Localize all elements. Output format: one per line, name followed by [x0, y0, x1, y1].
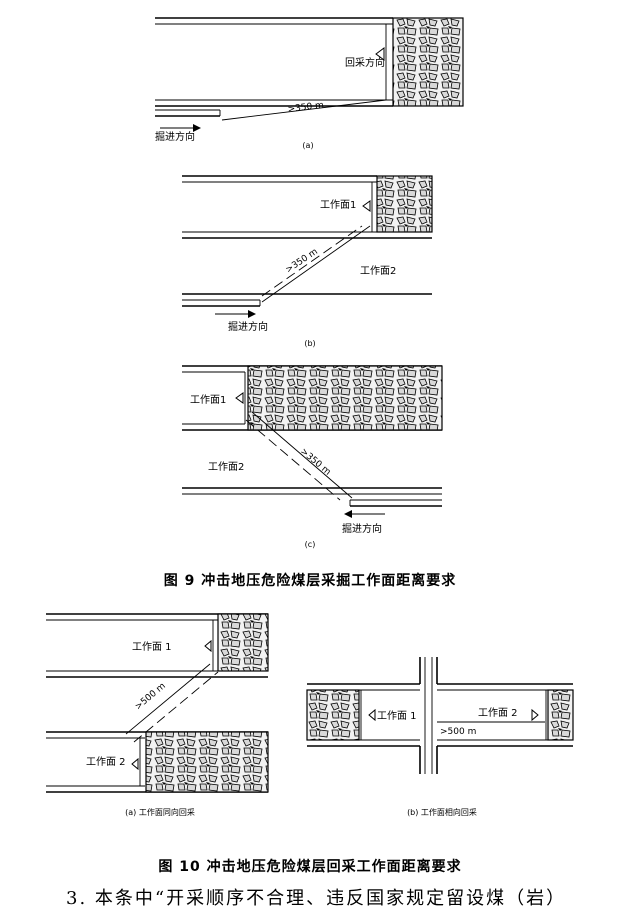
fig10b-face1-label: 工作面 1 — [377, 710, 417, 722]
fig9c-face2-label: 工作面2 — [208, 461, 244, 473]
fig10a-face2-label: 工作面 2 — [86, 756, 126, 768]
fig9a-retreat-label: 回采方向 — [345, 56, 385, 69]
goaf-block — [547, 689, 574, 741]
fig9a-distance-label: >350 m — [287, 101, 324, 115]
fig10a-sub-caption: (a) 工作面同向回采 — [125, 807, 195, 817]
fig9c-sub-caption: (c) — [305, 540, 316, 549]
fig9c-heading-label: 掘进方向 — [342, 522, 382, 535]
fig9a-sub-caption: (a) — [302, 141, 313, 150]
fig9a-heading-label: 掘进方向 — [155, 130, 195, 143]
fig9b-distance-label: >350 m — [284, 247, 320, 276]
goaf-block — [247, 365, 443, 431]
fig10b-diagram — [306, 657, 574, 774]
fig10a-diagram — [46, 613, 269, 793]
fig9b-heading-label: 掘进方向 — [228, 320, 268, 333]
fig10b-sub-caption: (b) 工作面相向回采 — [407, 807, 477, 817]
goaf-block — [392, 17, 464, 107]
fig10-caption: 图 10 冲击地压危险煤层回采工作面距离要求 — [158, 859, 462, 875]
fig10a-distance-label: >500 m — [134, 681, 168, 712]
goaf-block — [306, 689, 360, 741]
fig9c-distance-label: >350 m — [298, 447, 332, 478]
fig9c-face1-label: 工作面1 — [190, 394, 226, 406]
fig10b-face2-label: 工作面 2 — [478, 707, 518, 719]
fig10b-distance-label: >500 m — [440, 727, 476, 737]
fig10a-face1-label: 工作面 1 — [132, 641, 172, 653]
fig9b-diagram — [182, 175, 433, 318]
goaf-block — [217, 613, 269, 672]
fig9-caption: 图 9 冲击地压危险煤层采掘工作面距离要求 — [163, 573, 457, 589]
body-paragraph: 3. 本条中“开采顺序不合理、违反国家规定留设煤（岩） — [66, 888, 567, 909]
fig9c-diagram — [182, 365, 443, 518]
fig9b-sub-caption: (b) — [304, 339, 315, 348]
goaf-block — [376, 175, 433, 233]
fig9b-face1-label: 工作面1 — [320, 199, 356, 211]
goaf-block — [145, 731, 269, 793]
fig9b-face2-label: 工作面2 — [360, 265, 396, 277]
fig9a-diagram — [155, 17, 464, 132]
